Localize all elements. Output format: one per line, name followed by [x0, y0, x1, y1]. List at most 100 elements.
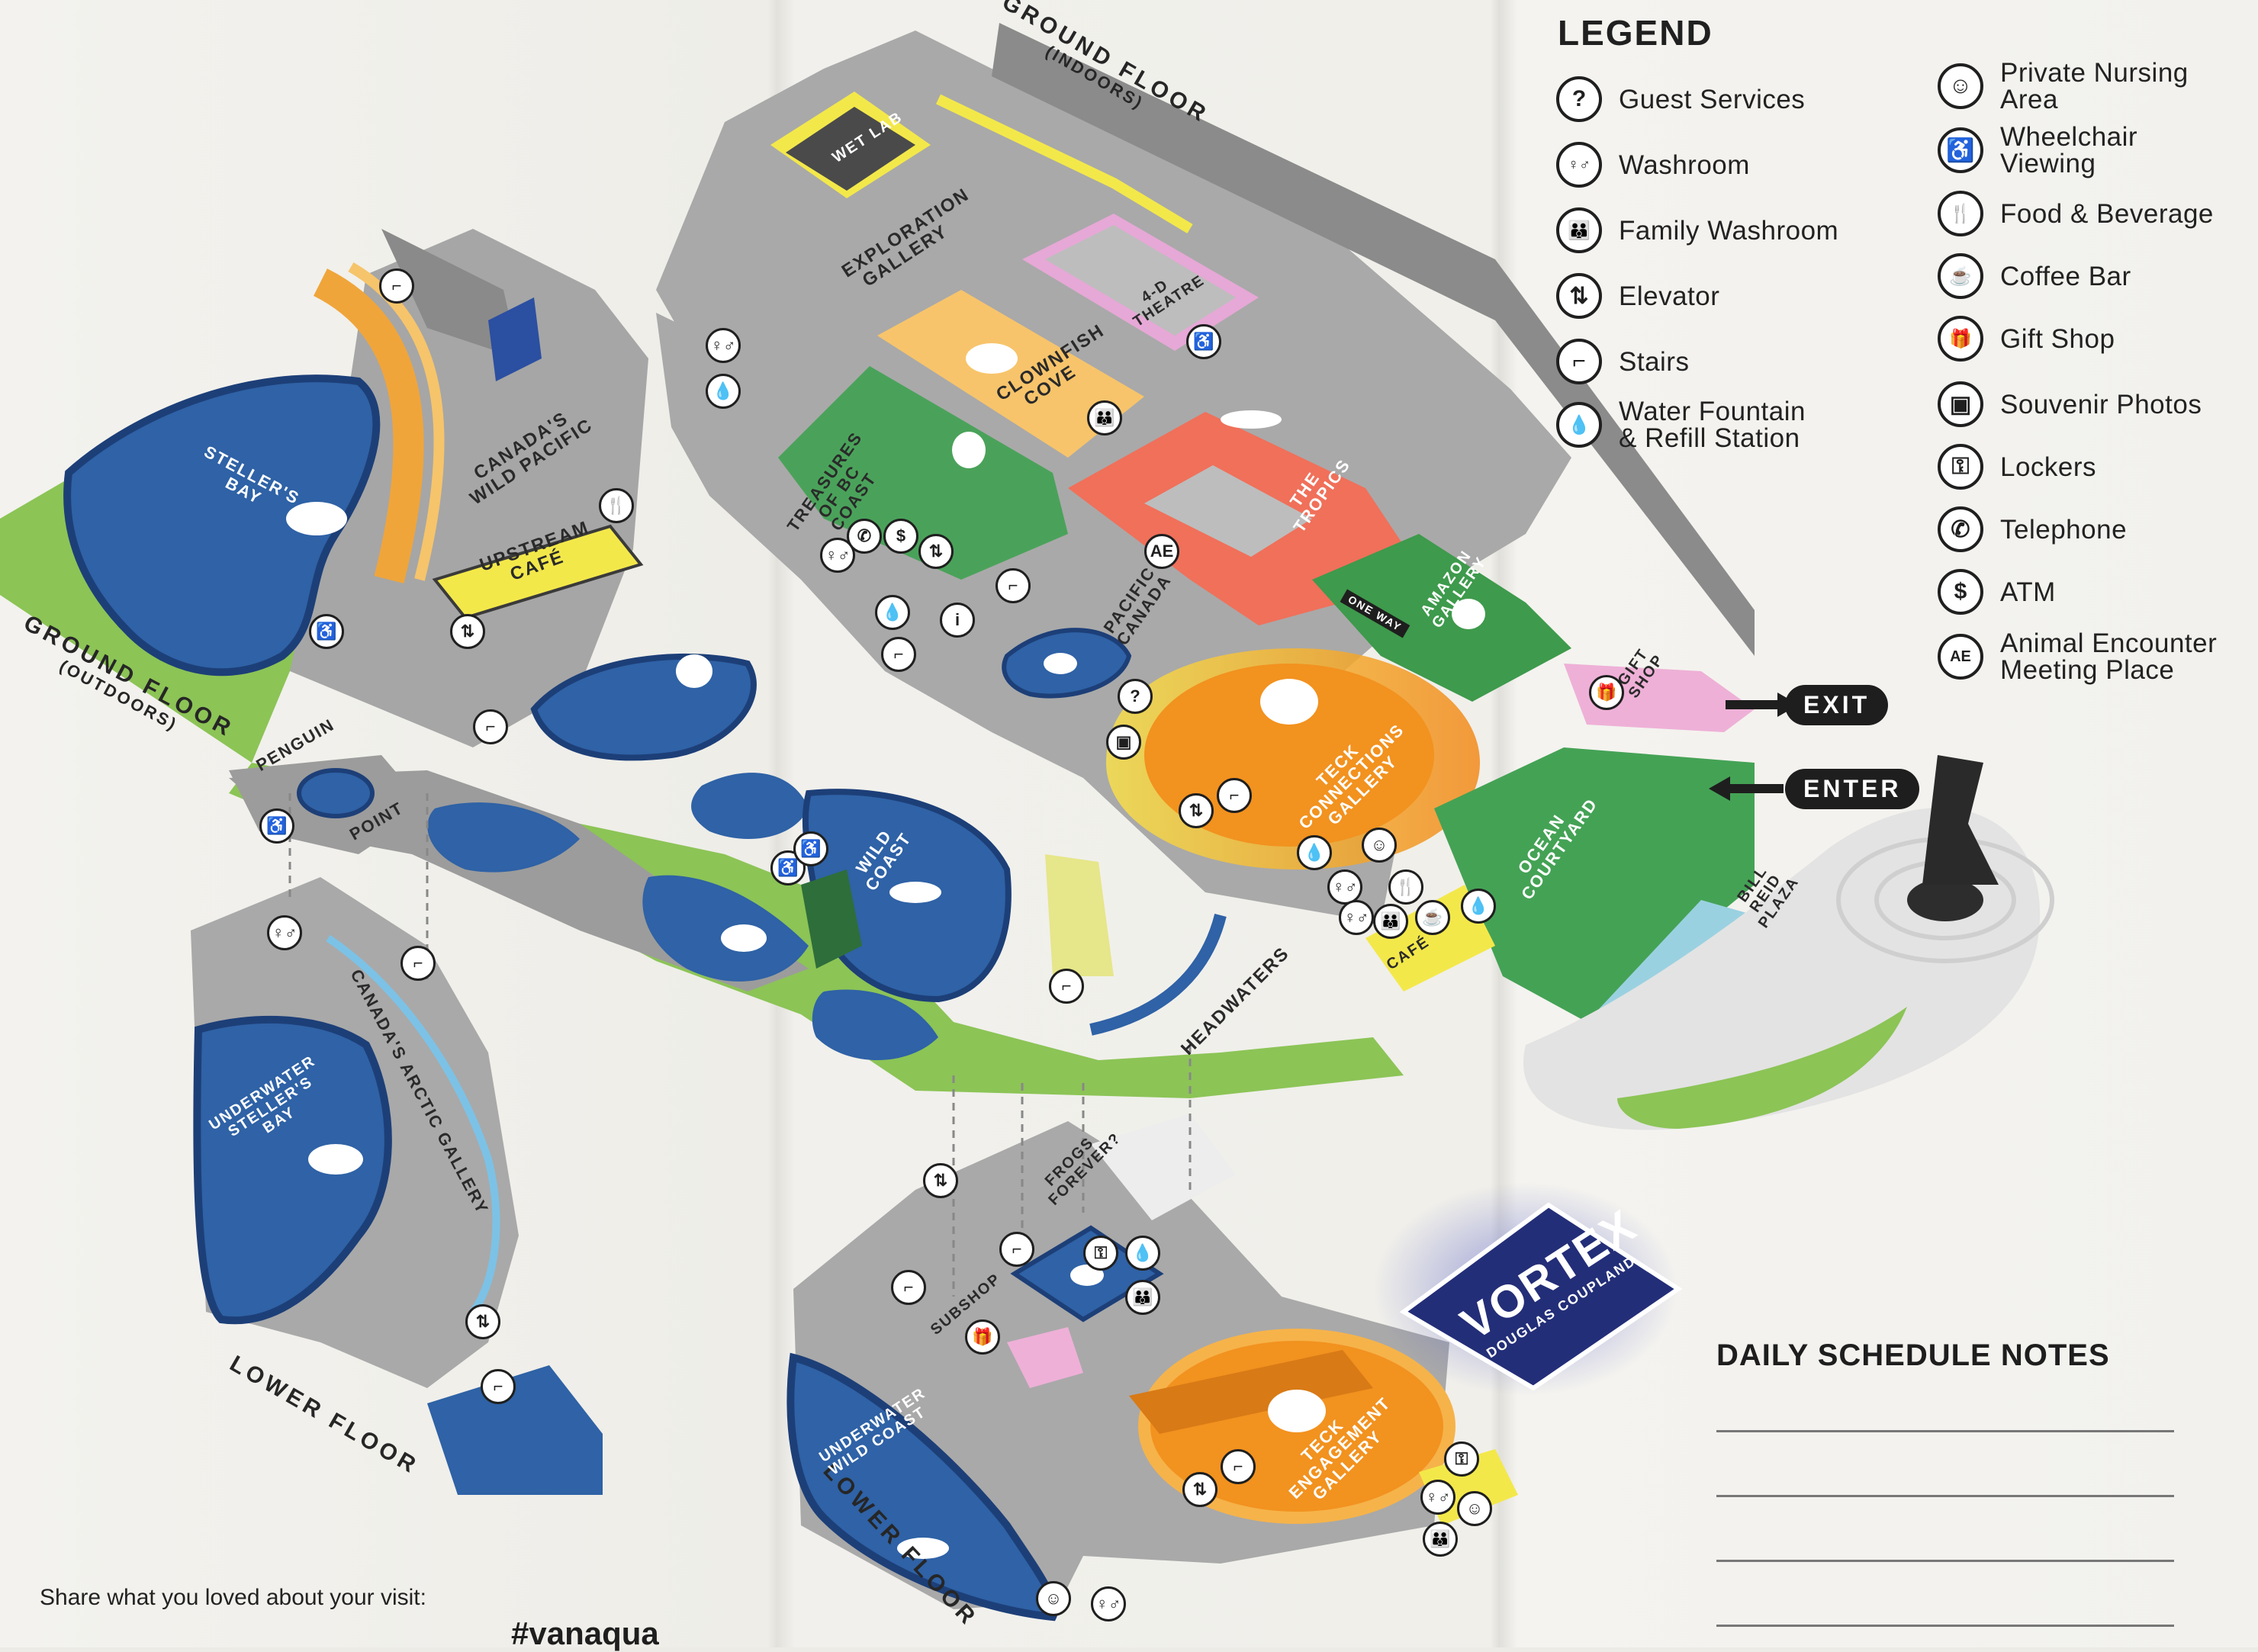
- enter-arrow-shaft: [1729, 784, 1784, 793]
- elevator-icon: ⇅: [1556, 273, 1602, 319]
- stairs-icon: ⌐: [481, 1369, 516, 1404]
- coffee-icon: ☕: [1415, 900, 1450, 935]
- stairs-icon: ⌐: [473, 709, 508, 744]
- washroom-icon: ♀♂: [1091, 1586, 1126, 1621]
- food-icon: 🍴: [599, 488, 634, 523]
- question-icon: ?: [1556, 76, 1602, 122]
- washroom-icon: ♀♂: [267, 915, 302, 950]
- share-prompt: Share what you loved about your visit:: [40, 1585, 426, 1610]
- legend-item-guest-services: ? Guest Services: [1556, 76, 1805, 122]
- legend-item-wheelchair-viewing: ♿ Wheelchair Viewing: [1938, 124, 2137, 177]
- photo-icon: ▣: [1106, 725, 1141, 760]
- elevator-icon: ⇅: [465, 1304, 500, 1339]
- question-icon: ?: [1118, 679, 1153, 714]
- water-drop-icon: 💧: [1125, 1236, 1160, 1271]
- animal-encounter-icon: AE: [1938, 634, 1983, 680]
- gift-icon: 🎁: [1938, 316, 1983, 362]
- elevator-icon: ⇅: [923, 1163, 958, 1198]
- elevator-icon: ⇅: [450, 614, 485, 649]
- stairs-icon: ⌐: [996, 568, 1031, 603]
- hashtag: #vanaqua: [511, 1615, 659, 1651]
- note-line: [1716, 1560, 2174, 1562]
- family-washroom-icon: 👪: [1125, 1280, 1160, 1315]
- washroom-icon: ♀♂: [706, 328, 741, 363]
- legend-item-water-fountain: 💧 Water Fountain & Refill Station: [1556, 398, 1806, 452]
- nursing-icon: ☺: [1938, 63, 1983, 109]
- wheelchair-icon: ♿: [1186, 324, 1221, 359]
- wheelchair-icon: ♿: [259, 808, 294, 844]
- gift-icon: 🎁: [1589, 675, 1624, 710]
- animal-silhouettes: [286, 343, 1485, 1559]
- legend-item-private-nursing: ☺ Private Nursing Area: [1938, 59, 2227, 113]
- legend-item-elevator: ⇅ Elevator: [1556, 273, 1719, 319]
- elevator-icon: ⇅: [1182, 1472, 1217, 1507]
- gift-icon: 🎁: [965, 1319, 1000, 1355]
- note-line: [1716, 1430, 2174, 1432]
- washroom-icon: ♀♂: [1556, 142, 1602, 188]
- legend-item-lockers: ⚿ Lockers: [1938, 444, 2096, 490]
- lower-floor-right: [786, 1114, 1683, 1621]
- stairs-icon: ⌐: [1049, 969, 1084, 1004]
- legend-item-animal-encounter: AE Animal Encounter Meeting Place: [1938, 630, 2217, 683]
- wheelchair-icon: ♿: [793, 831, 828, 866]
- nursing-icon: ☺: [1457, 1491, 1492, 1526]
- wheelchair-icon: ♿: [1938, 127, 1983, 173]
- family-washroom-icon: 👪: [1423, 1522, 1458, 1557]
- nursing-icon: ☺: [1362, 828, 1397, 863]
- family-washroom-icon: 👪: [1087, 400, 1122, 435]
- legend-item-stairs: ⌐ Stairs: [1556, 339, 1689, 384]
- enter-arrow-icon: [1709, 776, 1730, 801]
- washroom-icon: ♀♂: [1339, 900, 1374, 935]
- water-drop-icon: 💧: [1556, 402, 1602, 448]
- legend-item-gift-shop: 🎁 Gift Shop: [1938, 316, 2115, 362]
- water-drop-icon: 💧: [1461, 889, 1496, 924]
- coffee-icon: ☕: [1938, 253, 1983, 299]
- note-line: [1716, 1625, 2174, 1627]
- legend: LEGEND ? Guest Services ♀♂ Washroom 👪 Fa…: [1541, 8, 2227, 694]
- telephone-icon: ✆: [1938, 506, 1983, 552]
- notes-title: DAILY SCHEDULE NOTES: [1716, 1339, 2110, 1372]
- wheelchair-icon: ♿: [309, 614, 344, 649]
- nursing-icon: ☺: [1036, 1581, 1071, 1616]
- legend-item-food-beverage: 🍴 Food & Beverage: [1938, 191, 2214, 236]
- washroom-icon: ♀♂: [1420, 1480, 1455, 1515]
- stairs-icon: ⌐: [891, 1270, 926, 1305]
- atm-icon: $: [1938, 569, 1983, 615]
- legend-item-washroom: ♀♂ Washroom: [1556, 142, 1750, 188]
- water-drop-icon: 💧: [875, 595, 910, 630]
- elevator-icon: ⇅: [1179, 793, 1214, 828]
- legend-item-telephone: ✆ Telephone: [1938, 506, 2127, 552]
- exit-arrow-shaft: [1726, 700, 1783, 709]
- water-drop-icon: 💧: [706, 374, 741, 409]
- atm-icon: $: [883, 519, 918, 554]
- legend-item-coffee-bar: ☕ Coffee Bar: [1938, 253, 2131, 299]
- legend-item-souvenir-photos: ▣ Souvenir Photos: [1938, 381, 2202, 427]
- key-icon: ⚿: [1444, 1441, 1479, 1477]
- stairs-icon: ⌐: [999, 1232, 1034, 1267]
- key-icon: ⚿: [1083, 1236, 1118, 1271]
- note-line: [1716, 1495, 2174, 1497]
- key-icon: ⚿: [1938, 444, 1983, 490]
- legend-title: LEGEND: [1558, 13, 1713, 53]
- exit-label: EXIT: [1785, 685, 1889, 725]
- food-icon: 🍴: [1388, 869, 1423, 905]
- stairs-icon: ⌐: [881, 637, 916, 672]
- food-icon: 🍴: [1938, 191, 1983, 236]
- stairs-icon: ⌐: [400, 946, 436, 981]
- stairs-icon: ⌐: [1217, 778, 1252, 813]
- family-washroom-icon: 👪: [1556, 207, 1602, 253]
- info-icon: i: [940, 603, 975, 638]
- legend-item-atm: $ ATM: [1938, 569, 2056, 615]
- elevator-icon: ⇅: [918, 534, 954, 569]
- animal-encounter-icon: AE: [1144, 534, 1179, 569]
- enter-label: ENTER: [1785, 769, 1920, 809]
- family-washroom-icon: 👪: [1373, 904, 1408, 939]
- telephone-icon: ✆: [847, 519, 882, 554]
- bill-reid-plaza: [1523, 755, 2054, 1130]
- stairs-icon: ⌐: [379, 268, 414, 304]
- photo-icon: ▣: [1938, 381, 1983, 427]
- daily-schedule-notes: DAILY SCHEDULE NOTES: [1716, 1339, 2189, 1644]
- stairs-icon: ⌐: [1556, 339, 1602, 384]
- lower-floor-left: [191, 877, 603, 1495]
